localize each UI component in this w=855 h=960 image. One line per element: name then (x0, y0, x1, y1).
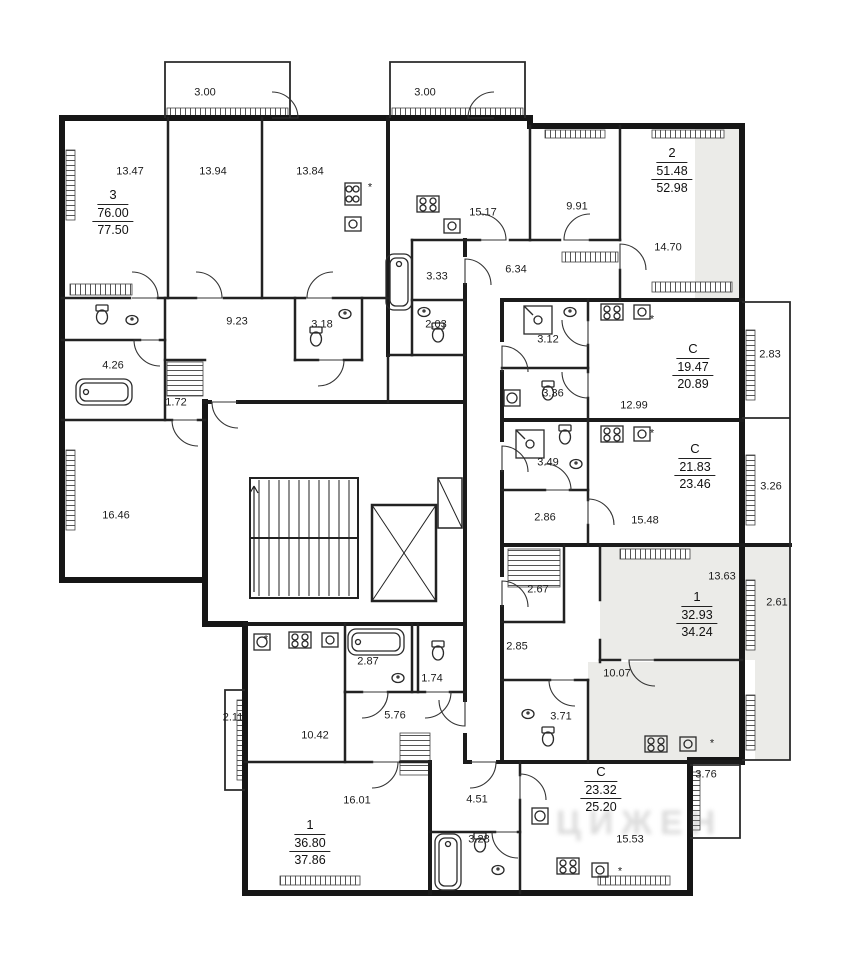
room-area-label: 1.74 (421, 672, 443, 685)
room-area-label: 3.18 (311, 318, 333, 331)
room-area-label: 3.76 (695, 768, 717, 781)
watermark: ЦИЖЕН (556, 804, 724, 842)
room-area-label: 14.70 (654, 241, 682, 254)
apartment-dividing-walls (203, 116, 792, 895)
room-area-label: 6.34 (505, 263, 527, 276)
staircase (249, 477, 359, 599)
room-area-label: 3.00 (414, 86, 436, 99)
apartment-rooms: 3 (97, 187, 129, 205)
apartment-rooms: 2 (656, 145, 688, 163)
room-area-label: 15.48 (631, 514, 659, 527)
vent-mark: * (649, 427, 655, 440)
room-area-label: 2.03 (425, 318, 447, 331)
room-area-label: 15.17 (469, 206, 497, 219)
room-area-label: 10.42 (301, 729, 329, 742)
room-area-label: 2.11 (222, 711, 244, 724)
apartment-total-area: 77.50 (97, 223, 129, 238)
apartment-total-area: 20.89 (677, 377, 709, 392)
room-area-label: 15.53 (616, 833, 644, 846)
room-area-label: 3.12 (537, 333, 559, 346)
room-area-label: 13.47 (116, 165, 144, 178)
room-area-label: 16.46 (102, 509, 130, 522)
apartment-rooms: С (584, 764, 618, 782)
room-area-label: 1.72 (165, 396, 187, 409)
room-area-label: 2.86 (534, 511, 556, 524)
room-area-label: 3.00 (194, 86, 216, 99)
vent-mark: * (263, 633, 269, 646)
room-area-label: 16.01 (343, 794, 371, 807)
room-area-label: 12.99 (620, 399, 648, 412)
vent-mark: * (709, 737, 715, 750)
room-area-label: 13.63 (708, 570, 736, 583)
apartment-rooms: 1 (681, 589, 713, 607)
apartment-total-area: 25.20 (585, 800, 617, 815)
apartment-rooms: С (678, 441, 712, 459)
room-area-label: 2.83 (759, 348, 781, 361)
apartment-living-area: 21.83 (674, 459, 716, 477)
room-area-label: 5.76 (384, 709, 406, 722)
window-and-closet-hatching (65, 107, 756, 886)
room-area-label: 2.85 (506, 640, 528, 653)
room-area-label: 2.67 (527, 583, 549, 596)
apartment-total-area: 52.98 (656, 181, 688, 196)
room-area-label: 3.71 (550, 710, 572, 723)
vent-mark: * (367, 181, 373, 194)
room-area-label: 3.33 (426, 270, 448, 283)
vent-mark: * (649, 313, 655, 326)
room-area-label: 3.28 (468, 833, 490, 846)
room-area-label: 13.94 (199, 165, 227, 178)
room-area-label: 13.84 (296, 165, 324, 178)
apartment-living-area: 51.48 (651, 163, 693, 181)
apartment-rooms: С (676, 341, 710, 359)
room-area-label: 3.26 (760, 480, 782, 493)
shaded-rooms (588, 128, 790, 760)
elevator (370, 477, 463, 603)
apartment-rooms: 1 (294, 817, 326, 835)
room-area-label: 9.23 (226, 315, 248, 328)
apartment-living-area: 36.80 (289, 835, 331, 853)
apartment-total-area: 34.24 (681, 625, 713, 640)
room-area-label: 3.36 (542, 387, 564, 400)
vent-mark: * (617, 865, 623, 878)
room-area-label: 4.26 (102, 359, 124, 372)
balconies (164, 61, 791, 839)
apartment-living-area: 19.47 (672, 359, 714, 377)
room-area-label: 9.91 (566, 200, 588, 213)
room-area-label: 2.87 (357, 655, 379, 668)
apartment-total-area: 23.46 (679, 477, 711, 492)
room-area-label: 4.51 (466, 793, 488, 806)
apartment-living-area: 32.93 (676, 607, 718, 625)
room-area-label: 3.49 (537, 456, 559, 469)
apartment-living-area: 76.00 (92, 205, 134, 223)
room-area-label: 10.07 (603, 667, 631, 680)
apartment-living-area: 23.32 (580, 782, 622, 800)
room-area-label: 2.61 (766, 596, 788, 609)
apartment-total-area: 37.86 (294, 853, 326, 868)
interior-partitions (60, 116, 744, 895)
